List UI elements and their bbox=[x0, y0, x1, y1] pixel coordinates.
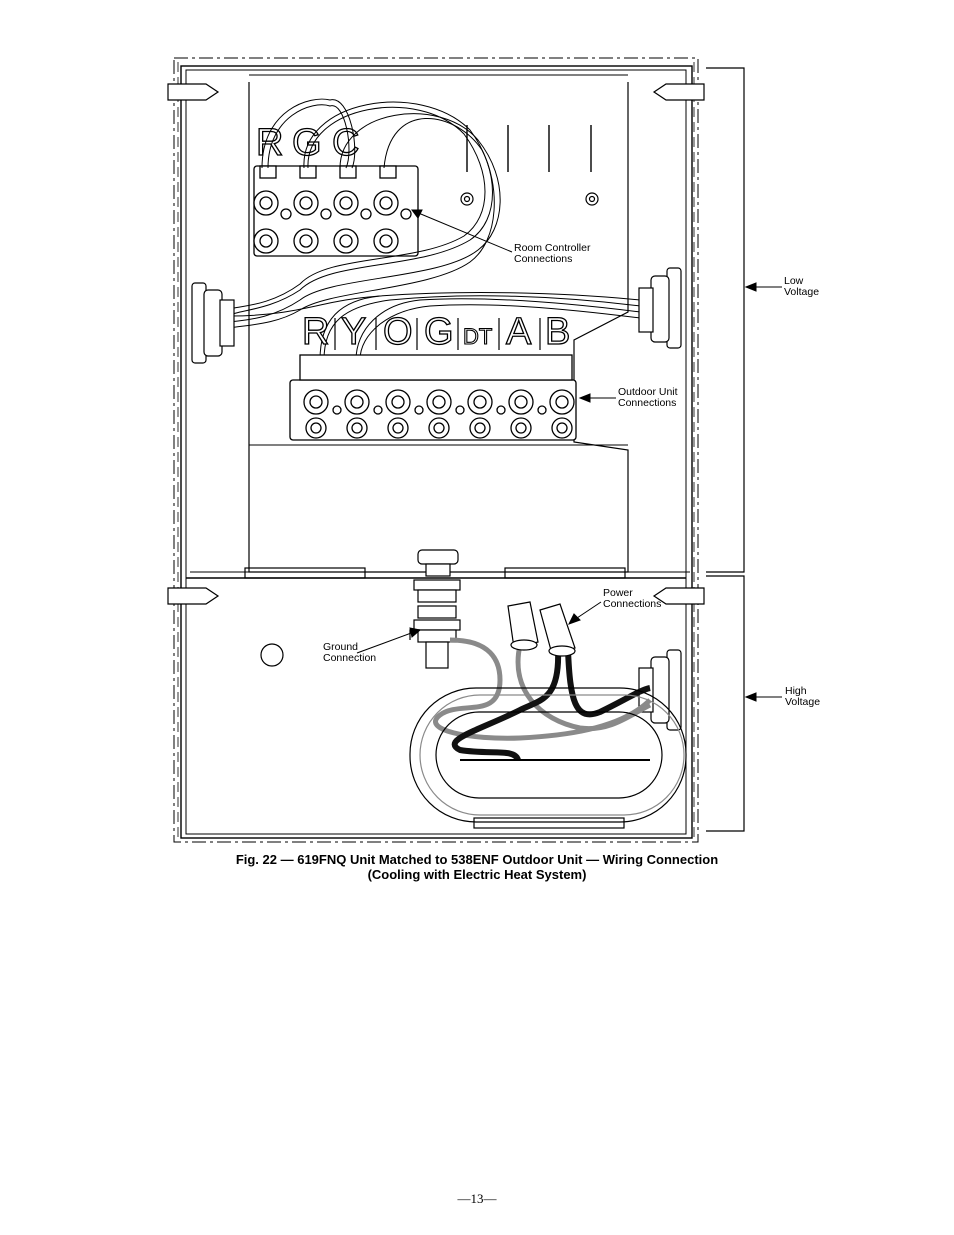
lower-letter: R bbox=[302, 311, 329, 353]
ground-stud bbox=[409, 549, 461, 669]
low-voltage-label: Low Voltage bbox=[784, 275, 820, 298]
wire-nut-icons bbox=[507, 601, 576, 657]
outdoor-unit-label: Outdoor Unit Connections bbox=[618, 386, 678, 409]
voltage-brackets bbox=[706, 67, 745, 832]
screw-icons bbox=[167, 83, 705, 605]
upper-letter: G bbox=[292, 122, 322, 164]
lower-letter: B bbox=[545, 311, 570, 353]
figure-caption-line2: (Cooling with Electric Heat System) bbox=[367, 867, 587, 882]
enclosure-outline bbox=[173, 57, 699, 843]
lower-screws bbox=[303, 389, 575, 439]
upper-terminal-block bbox=[253, 165, 419, 257]
upper-letter: R bbox=[256, 122, 283, 164]
lower-letter: O bbox=[383, 311, 413, 353]
mounting-holes bbox=[460, 192, 599, 206]
lower-letter: DT bbox=[463, 324, 492, 349]
upper-letter: C bbox=[332, 122, 359, 164]
lower-letter: Y bbox=[341, 311, 366, 353]
lower-letter-dividers bbox=[334, 318, 541, 350]
room-controller-label: Room Controller Connections bbox=[514, 242, 591, 265]
grommet-icons bbox=[191, 267, 682, 731]
lower-terminal-block bbox=[289, 354, 577, 441]
power-connections-label: Power Connections bbox=[603, 587, 662, 610]
callout-leaders bbox=[356, 209, 782, 702]
knockout-hole bbox=[260, 643, 284, 667]
ground-connection-label: Ground Connection bbox=[323, 641, 377, 664]
high-voltage-label: High Voltage bbox=[785, 685, 821, 708]
lower-letter: G bbox=[424, 311, 454, 353]
upper-slot-marks bbox=[466, 125, 592, 172]
low-voltage-wires bbox=[229, 98, 641, 361]
upper-screws bbox=[253, 190, 412, 254]
heater-element bbox=[409, 687, 687, 829]
lower-terminal-letters: R Y O G DT A B bbox=[301, 310, 571, 353]
lower-letter: A bbox=[506, 311, 532, 353]
figure-caption-line1: Fig. 22 — 619FNQ Unit Matched to 538ENF … bbox=[235, 852, 719, 867]
page-number: —13— bbox=[457, 1191, 497, 1206]
